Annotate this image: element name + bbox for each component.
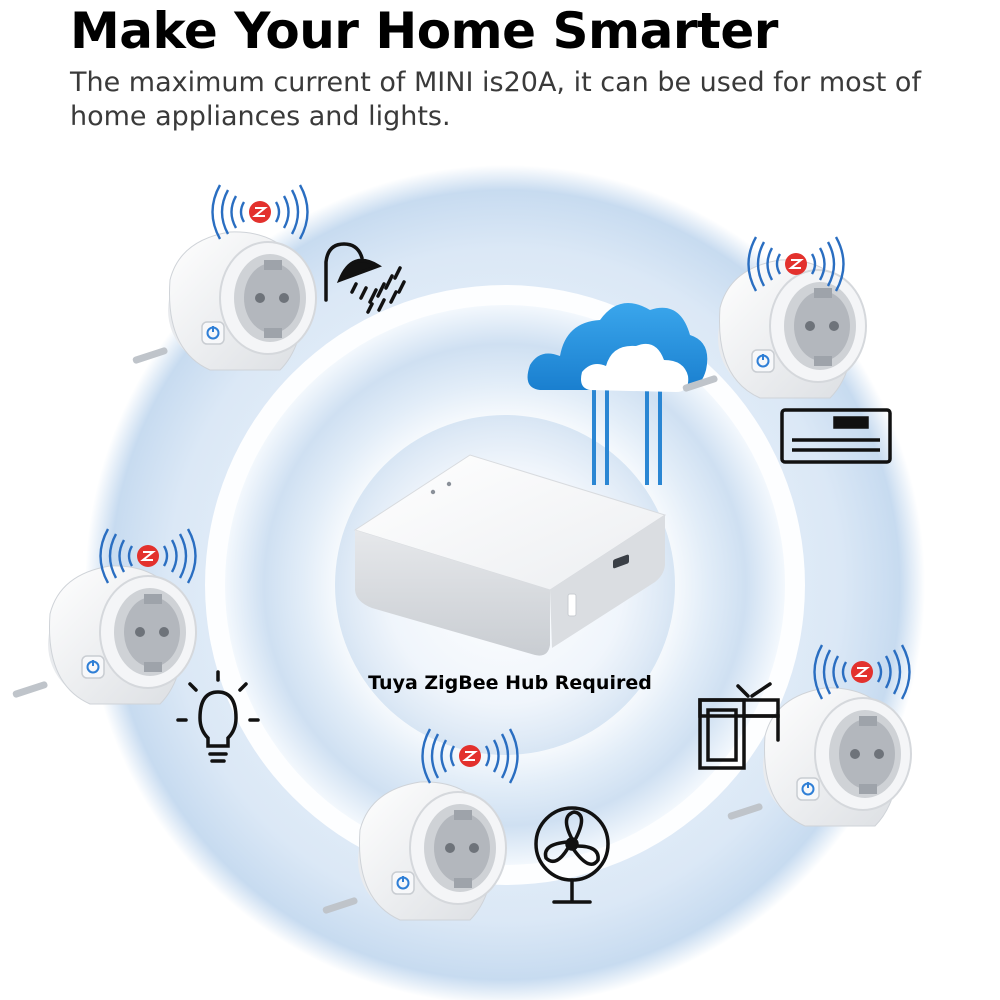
air-conditioner-icon [780, 408, 892, 464]
hub-required-label: Tuya ZigBee Hub Required [368, 672, 652, 694]
zigbee-hub-device [353, 454, 667, 656]
light-bulb-icon [176, 670, 260, 763]
zigbee-logo-icon [211, 183, 309, 241]
page-subtitle: The maximum current of MINI is20A, it ca… [70, 67, 921, 132]
shower-icon [324, 242, 406, 314]
smart-plug-1 [130, 230, 317, 372]
cloud-icon [527, 302, 708, 485]
smart-plug-3 [10, 564, 197, 705]
fan-icon [534, 806, 610, 904]
page-title: Make Your Home Smarter [70, 2, 778, 60]
tv-icon [698, 682, 780, 770]
